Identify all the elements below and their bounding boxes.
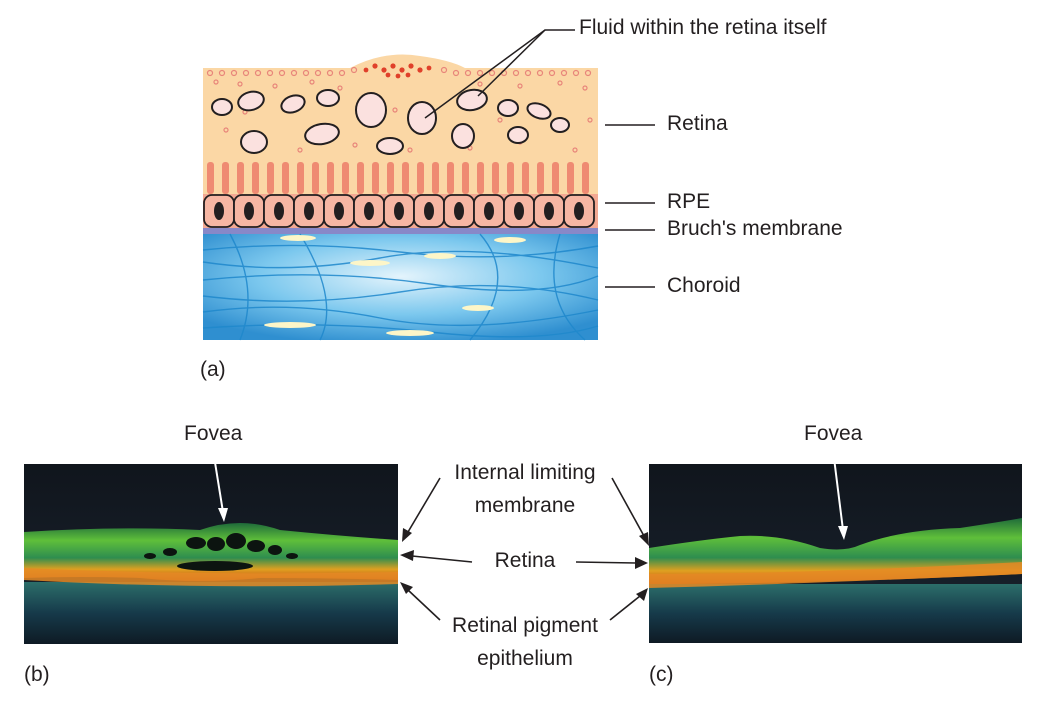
photoreceptor-segments (207, 162, 589, 194)
ilm-label-line2: membrane (474, 494, 576, 517)
choroid-layer-label: Choroid (667, 274, 741, 297)
panel-a-leaders (424, 29, 655, 288)
retina-oct-label: Retina (494, 549, 556, 572)
oct-scan-b (24, 464, 398, 644)
oct-scan-c (649, 464, 1022, 643)
oct-arrows (212, 449, 848, 621)
fovea-label-c: Fovea (804, 422, 863, 445)
panel-a-label: (a) (200, 358, 226, 381)
bruchs-membrane-label: Bruch's membrane (667, 217, 843, 240)
fovea-label-b: Fovea (184, 422, 243, 445)
rpe-oct-label-line1: Retinal pigment (452, 614, 598, 637)
schematic-diagram (202, 29, 655, 341)
retina-layer-label: Retina (667, 112, 728, 135)
choroid-highlights (264, 235, 526, 336)
panel-c-label: (c) (649, 663, 674, 686)
oct-b-cysts (144, 533, 298, 571)
rpe-layer-label: RPE (667, 190, 711, 213)
bruchs-membrane (203, 228, 598, 234)
fluid-cysts (211, 88, 570, 155)
choroid-layer (203, 234, 598, 340)
fluid-callout-label: Fluid within the retina itself (579, 16, 827, 39)
rpe-oct-label-line2: epithelium (477, 647, 573, 670)
ilm-label-line1: Internal limiting (454, 461, 596, 484)
panel-b-label: (b) (24, 663, 50, 686)
rpe-nuclei (214, 202, 584, 220)
bump-red-dots (363, 63, 432, 79)
retina-layer (203, 54, 598, 165)
retina-surface-granules (206, 66, 593, 153)
